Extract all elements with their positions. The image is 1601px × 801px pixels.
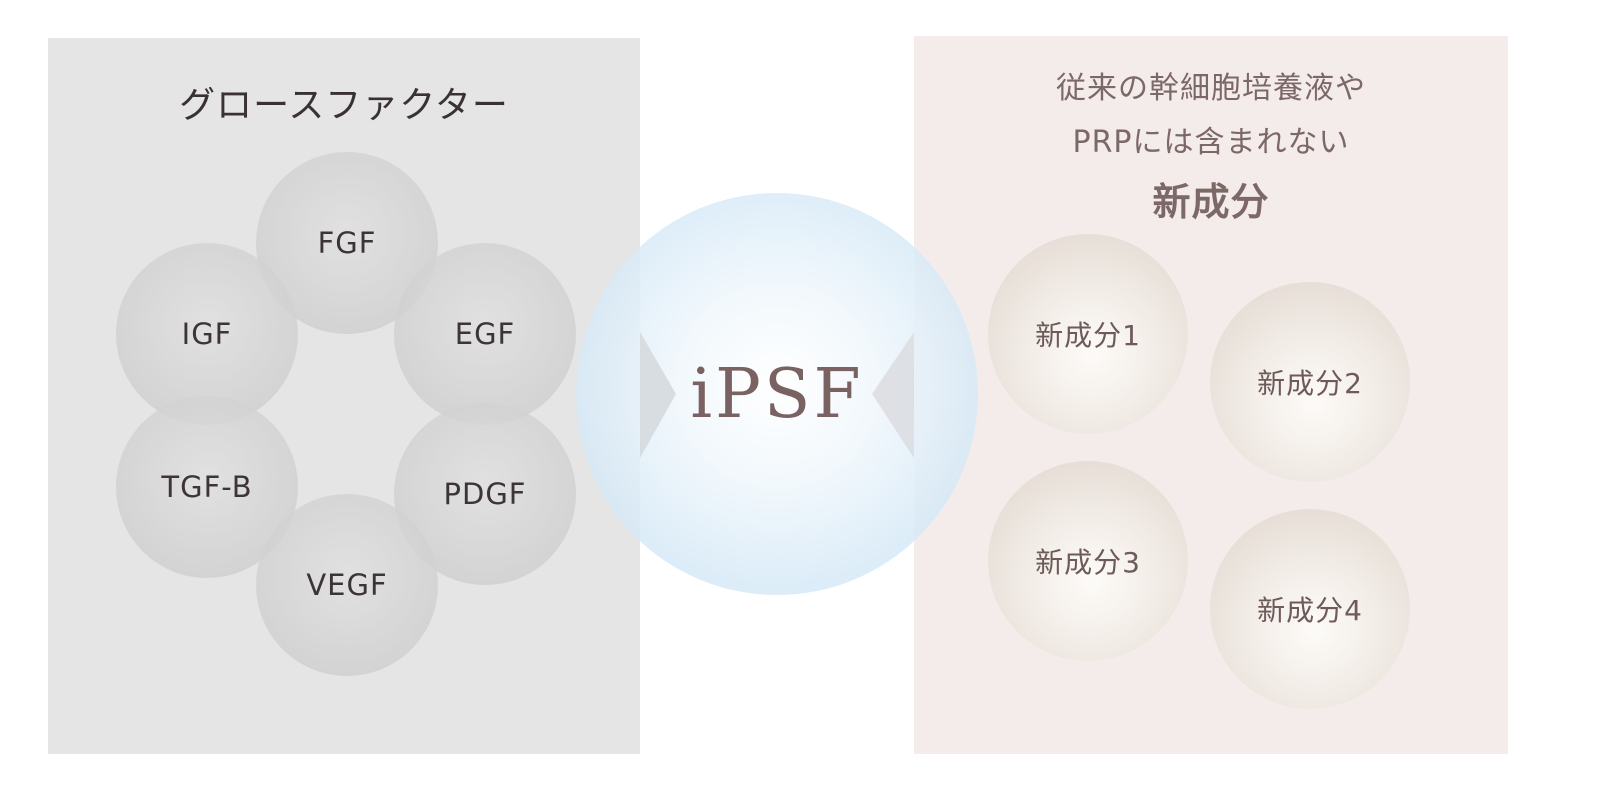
new-components-title-line2: PRPには含まれない [1072, 125, 1350, 160]
factor-label: PDGF [443, 477, 527, 511]
factor-circle-vegf: VEGF [256, 494, 438, 676]
new-components-title-line3: 新成分 [1152, 180, 1270, 224]
right-chevron-arrow [872, 332, 914, 458]
left-chevron-arrow [640, 332, 676, 458]
factor-label: TGF-B [161, 470, 253, 504]
new-components-title: 従来の幹細胞培養液や PRPには含まれない 新成分 [914, 62, 1508, 234]
ipsf-label: iPSF [690, 354, 864, 434]
factor-label: IGF [181, 317, 233, 351]
component-label: 新成分1 [1035, 319, 1141, 352]
new-components-title-line1: 従来の幹細胞培養液や [1056, 71, 1366, 106]
component-circle-4: 新成分4 [1210, 509, 1410, 709]
factor-label: EGF [454, 317, 516, 351]
component-label: 新成分4 [1257, 594, 1363, 627]
factor-label: VEGF [306, 568, 388, 602]
factor-circle-igf: IGF [116, 243, 298, 425]
component-circle-1: 新成分1 [988, 234, 1188, 434]
factor-label: FGF [317, 226, 377, 260]
factor-circle-egf: EGF [394, 243, 576, 425]
growth-factor-title: グロースファクター [179, 85, 509, 126]
component-circle-3: 新成分3 [988, 461, 1188, 661]
component-label: 新成分2 [1257, 367, 1363, 400]
component-circle-2: 新成分2 [1210, 282, 1410, 482]
component-label: 新成分3 [1035, 546, 1141, 579]
